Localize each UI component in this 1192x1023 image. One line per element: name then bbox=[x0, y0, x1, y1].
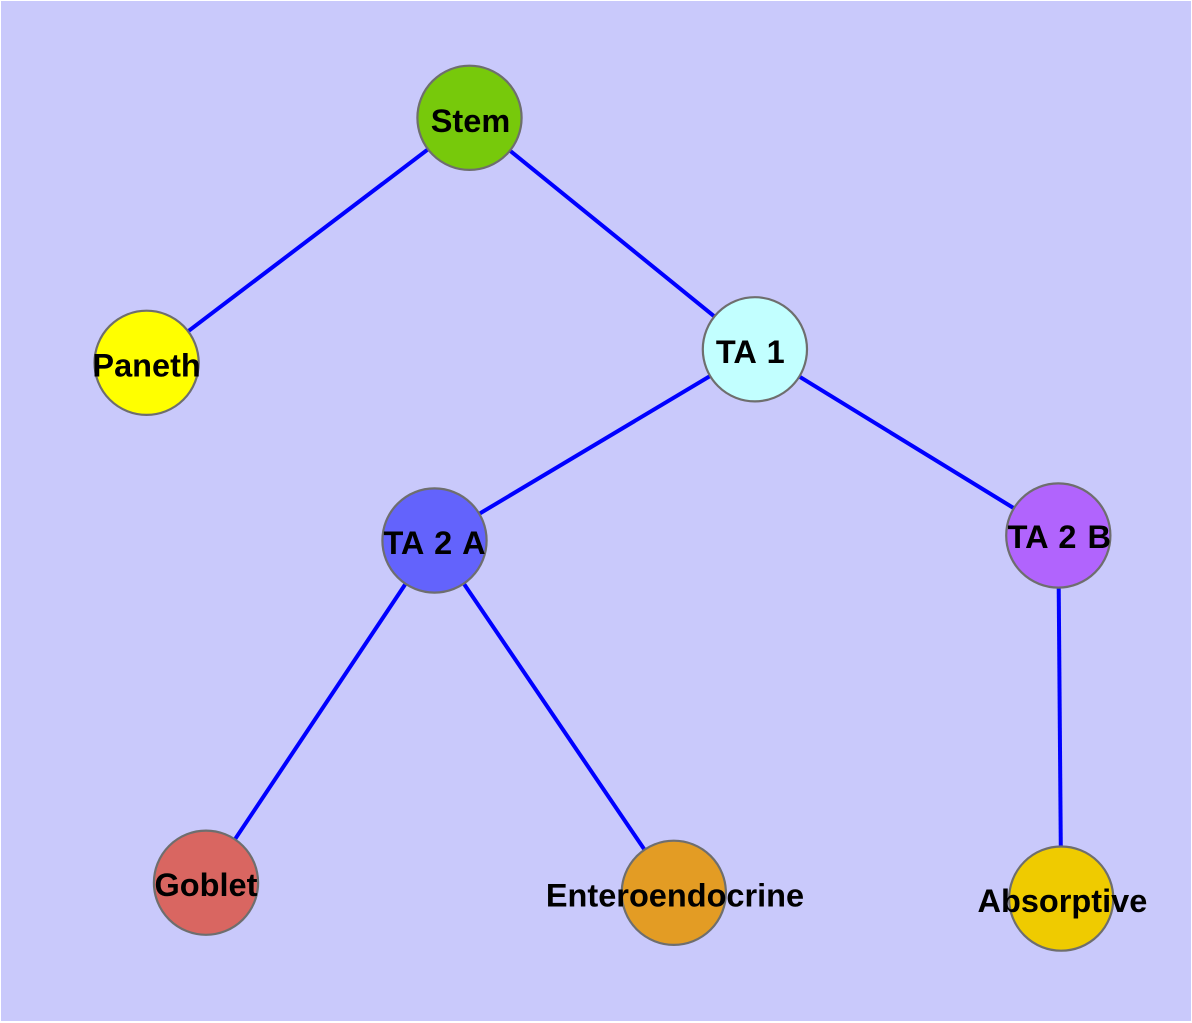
svg-text:Absorptive: Absorptive bbox=[978, 883, 1148, 919]
svg-text:Stem: Stem bbox=[431, 103, 510, 139]
svg-text:Goblet: Goblet bbox=[155, 867, 258, 903]
svg-text:TA 1: TA 1 bbox=[716, 334, 785, 370]
svg-text:TA 2 A: TA 2 A bbox=[383, 525, 485, 561]
svg-text:TA 2 B: TA 2 B bbox=[1008, 519, 1111, 555]
svg-text:Enteroendocrine: Enteroendocrine bbox=[546, 877, 804, 913]
svg-text:Paneth: Paneth bbox=[92, 347, 200, 383]
